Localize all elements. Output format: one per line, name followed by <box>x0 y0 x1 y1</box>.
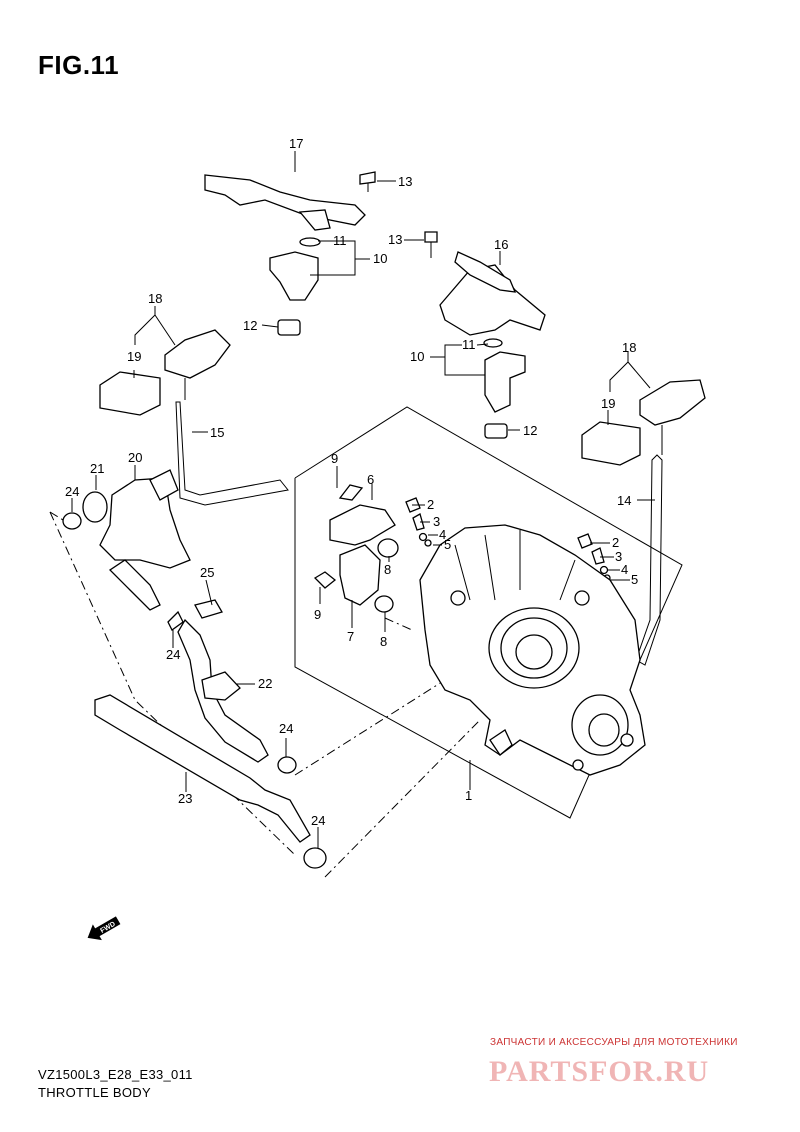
fuel-injector-lower-10 <box>483 338 526 439</box>
connection-lines <box>49 511 481 878</box>
callout-10: 10 <box>410 349 424 364</box>
callout-13: 13 <box>388 232 402 247</box>
fuel-delivery-pipe-17 <box>204 174 366 231</box>
screws-13 <box>359 171 438 258</box>
callout-20: 20 <box>128 450 142 465</box>
model-code: VZ1500L3_E28_E33_011 <box>38 1067 193 1082</box>
callout-24: 24 <box>311 813 325 828</box>
callout-3: 3 <box>433 514 440 529</box>
throttle-body-1 <box>419 524 646 776</box>
callout-18: 18 <box>622 340 636 355</box>
callout-11: 11 <box>333 233 347 248</box>
pressure-sensor-left-18 <box>99 329 231 416</box>
callout-5: 5 <box>444 537 451 552</box>
fwd-direction-marker: FWD <box>87 916 121 941</box>
callout-23: 23 <box>178 791 192 806</box>
callout-9: 9 <box>314 607 321 622</box>
arrow-left-icon <box>87 916 121 941</box>
watermark-brand: PARTSFOR.RU <box>489 1055 710 1088</box>
callout-24: 24 <box>65 484 79 499</box>
callout-4: 4 <box>439 527 446 542</box>
callout-19: 19 <box>127 349 141 364</box>
callout-2: 2 <box>612 535 619 550</box>
callout-19: 19 <box>601 396 615 411</box>
callout-24: 24 <box>166 647 180 662</box>
callout-numbers: 17 13 11 10 12 13 16 11 10 12 18 19 18 1… <box>65 136 638 828</box>
callout-7: 7 <box>347 629 354 644</box>
callout-13: 13 <box>398 174 412 189</box>
idle-speed-control-valve-20 <box>62 469 223 619</box>
callout-15: 15 <box>210 425 224 440</box>
callout-5: 5 <box>631 572 638 587</box>
callout-12: 12 <box>523 423 537 438</box>
figure-title: FIG.11 <box>38 50 120 80</box>
fwd-label: FWD <box>99 921 116 935</box>
callout-2: 2 <box>427 497 434 512</box>
callout-16: 16 <box>494 237 508 252</box>
fuel-delivery-pipe-16 <box>439 251 546 336</box>
callout-18: 18 <box>148 291 162 306</box>
callout-1: 1 <box>465 788 472 803</box>
air-hoses <box>94 610 327 869</box>
leader-lines <box>71 151 655 848</box>
callout-9: 9 <box>331 451 338 466</box>
callout-8: 8 <box>380 634 387 649</box>
section-title: THROTTLE BODY <box>38 1085 151 1100</box>
vacuum-hoses <box>175 401 663 666</box>
callout-3: 3 <box>615 549 622 564</box>
callout-4: 4 <box>621 562 628 577</box>
watermark-tagline: ЗАПЧАСТИ И АКСЕССУАРЫ ДЛЯ МОТОТЕХНИКИ <box>490 1037 738 1048</box>
callout-25: 25 <box>200 565 214 580</box>
callout-22: 22 <box>258 676 272 691</box>
callout-14: 14 <box>617 493 631 508</box>
callout-8: 8 <box>384 562 391 577</box>
throttle-sensors <box>313 484 611 613</box>
callout-12: 12 <box>243 318 257 333</box>
callout-24: 24 <box>279 721 293 736</box>
pressure-sensor-right-18 <box>581 379 706 466</box>
callout-17: 17 <box>289 136 303 151</box>
callout-21: 21 <box>90 461 104 476</box>
fuel-injector-upper-10 <box>269 237 321 336</box>
callout-10: 10 <box>373 251 387 266</box>
callout-11: 11 <box>462 337 476 352</box>
callout-6: 6 <box>367 472 374 487</box>
